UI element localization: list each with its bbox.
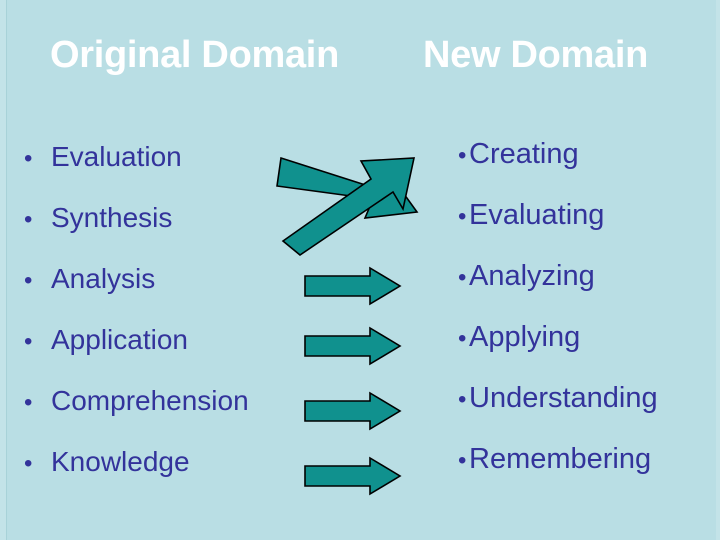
list-item: • Analysis: [24, 262, 304, 323]
list-item: • Applying: [458, 321, 716, 382]
bullet-icon: •: [24, 450, 33, 477]
list-item-label: Remembering: [469, 443, 652, 475]
list-item: • Creating: [458, 138, 716, 199]
list-item-label: Creating: [469, 138, 579, 170]
bullet-icon: •: [458, 325, 467, 352]
arrow-comprehension-to-understanding-icon: [304, 391, 402, 431]
bullet-icon: •: [24, 389, 33, 416]
arrow-application-to-applying-icon: [304, 326, 402, 366]
heading-original-domain: Original Domain: [50, 34, 339, 76]
list-item: • Application: [24, 323, 304, 384]
arrow-knowledge-to-remembering-icon: [304, 456, 402, 496]
arrow-analysis-to-analyzing-icon: [304, 266, 402, 306]
list-item: • Analyzing: [458, 260, 716, 321]
list-item-label: Evaluation: [51, 141, 182, 172]
list-item-label: Comprehension: [51, 385, 249, 416]
list-item-label: Synthesis: [51, 202, 173, 233]
list-item: • Understanding: [458, 382, 716, 443]
list-item-label: Analyzing: [469, 260, 595, 292]
right-edge-strip: [716, 0, 720, 540]
bullet-icon: •: [24, 328, 33, 355]
list-item-label: Understanding: [469, 382, 658, 414]
bullet-icon: •: [458, 264, 467, 291]
list-item: • Comprehension: [24, 384, 304, 445]
bullet-icon: •: [24, 206, 33, 233]
bullet-icon: •: [458, 447, 467, 474]
bullet-icon: •: [458, 142, 467, 169]
list-item-label: Application: [51, 324, 188, 355]
new-domain-list: • Creating • Evaluating • Analyzing • Ap…: [458, 138, 716, 504]
list-item-label: Applying: [469, 321, 581, 353]
left-edge-line: [6, 0, 7, 540]
list-item: • Evaluation: [24, 140, 304, 201]
bullet-icon: •: [458, 203, 467, 230]
list-item: • Evaluating: [458, 199, 716, 260]
original-domain-list: • Evaluation • Synthesis • Analysis • Ap…: [24, 140, 304, 506]
list-item-label: Analysis: [51, 263, 156, 294]
bullet-icon: •: [24, 145, 33, 172]
list-item-label: Evaluating: [469, 199, 605, 231]
bullet-icon: •: [24, 267, 33, 294]
list-item: • Knowledge: [24, 445, 304, 506]
list-item: • Remembering: [458, 443, 716, 504]
left-edge-strip: [0, 0, 6, 540]
list-item-label: Knowledge: [51, 446, 190, 477]
heading-new-domain: New Domain: [423, 34, 649, 76]
bullet-icon: •: [458, 386, 467, 413]
list-item: • Synthesis: [24, 201, 304, 262]
